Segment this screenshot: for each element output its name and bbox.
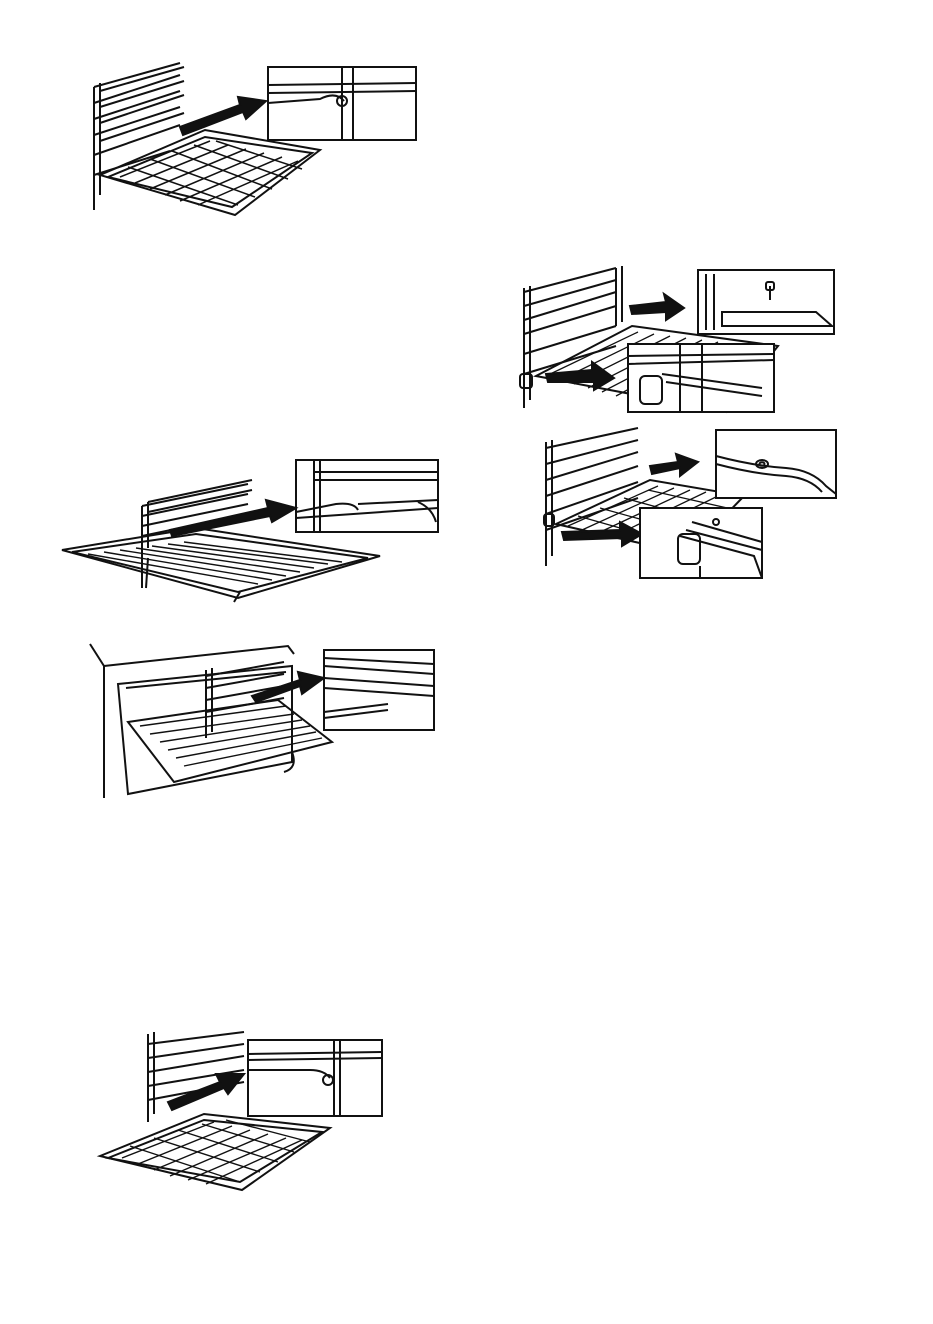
detail-callout (628, 344, 774, 412)
arrow-icon (650, 454, 698, 476)
wire-shelf (128, 700, 332, 782)
tray (100, 1114, 330, 1190)
arrow-icon (562, 522, 642, 546)
figure-telescopic-shelf (516, 264, 838, 416)
detail-callout (716, 430, 836, 498)
figure-tray-lower-rack (96, 1030, 386, 1194)
detail-callout (640, 508, 762, 578)
arrow-icon (180, 97, 266, 135)
detail-callout (296, 460, 438, 532)
arrow-icon (630, 294, 684, 320)
figure-telescopic-tray (540, 426, 840, 582)
arrow-icon (168, 1074, 244, 1110)
tray-mesh (122, 1120, 310, 1184)
wire-shelf (62, 528, 380, 602)
tray (100, 130, 320, 215)
figure-wire-shelf-side-rack (58, 458, 442, 606)
oven-cavity (90, 644, 294, 798)
arrow-icon (252, 672, 324, 702)
figure-tray-side-rack (80, 55, 420, 215)
side-rack (94, 63, 184, 210)
detail-callout (248, 1040, 382, 1116)
tray-mesh (120, 141, 302, 205)
side-rack (524, 266, 622, 408)
detail-callout (324, 650, 434, 730)
shelf-grid (140, 706, 322, 766)
detail-callout (268, 67, 416, 140)
figure-oven-cavity-shelf (88, 642, 438, 802)
detail-callout (698, 270, 834, 334)
